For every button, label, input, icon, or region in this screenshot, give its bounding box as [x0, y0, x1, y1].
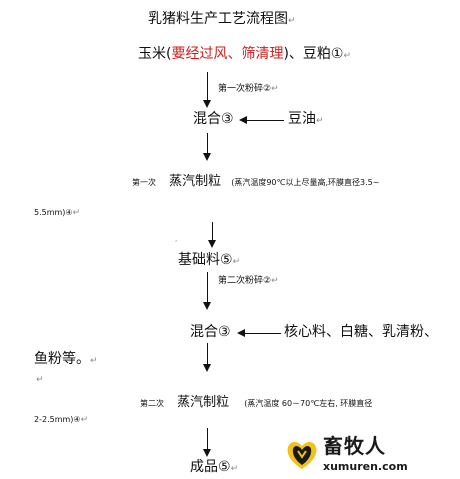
flow-arrow-3	[212, 222, 213, 242]
core-feed-input: 核心料、白糖、乳清粉、	[284, 324, 438, 340]
step-second-grinding: 第二次粉碎②↵	[218, 276, 279, 286]
flow-arrow-5	[207, 343, 208, 366]
step-first-pelleting-cont: 5.5mm)④↵	[34, 208, 81, 218]
flow-arrow-4	[207, 272, 208, 304]
flow-arrow-2	[207, 133, 208, 155]
step-raw-materials: 玉米(要经过风、筛清理)、豆粕①↵	[138, 46, 352, 62]
flow-arrowhead-6	[203, 449, 211, 457]
step-first-grinding: 第一次粉碎②↵	[218, 84, 279, 94]
step-mixing-1: 混合③	[193, 111, 234, 127]
core-feed-arrowhead	[237, 329, 245, 337]
paragraph-mark: ↵	[36, 375, 44, 385]
step-base-material: 基础料⑤↵	[178, 252, 241, 268]
step-second-pelleting-cont: 2-2.5mm)④↵	[34, 415, 89, 425]
step1-suffix: )、豆粕①	[283, 46, 344, 62]
flow-arrowhead-2	[203, 153, 211, 161]
step-final-product: 成品⑤↵	[190, 459, 239, 475]
flow-arrowhead-5	[203, 364, 211, 372]
xumuren-logo-icon	[287, 441, 317, 469]
oil-arrow-line	[246, 120, 284, 121]
watermark-url: xumuren.com	[323, 460, 408, 473]
core-feed-arrow-line	[244, 333, 281, 334]
flow-arrowhead-3	[208, 240, 216, 248]
paragraph-mark: ,	[175, 235, 178, 243]
flow-arrow-6	[207, 428, 208, 451]
core-feed-input-cont: 鱼粉等。↵	[34, 351, 98, 367]
step-first-pelleting: 第一次 蒸汽制粒 (蒸汽温度90℃以上尽量高,环膜直径3.5~	[132, 174, 380, 189]
flow-arrow-1	[207, 72, 208, 102]
step1-prefix: 玉米(	[138, 46, 172, 62]
step-mixing-2: 混合③	[190, 324, 231, 340]
page-title: 乳猪料生产工艺流程图↵	[148, 11, 296, 27]
flow-arrowhead-1	[203, 100, 211, 108]
soybean-oil-input: 豆油↵	[288, 111, 324, 127]
watermark-brand: 畜牧人	[323, 434, 386, 458]
step-second-pelleting: 第二次 蒸汽制粒 (蒸汽温度 60－70℃左右, 环膜直径	[140, 395, 373, 410]
oil-arrowhead	[239, 116, 247, 124]
step1-red-note: 要经过风、筛清理	[171, 46, 284, 62]
flow-arrowhead-4	[203, 302, 211, 310]
